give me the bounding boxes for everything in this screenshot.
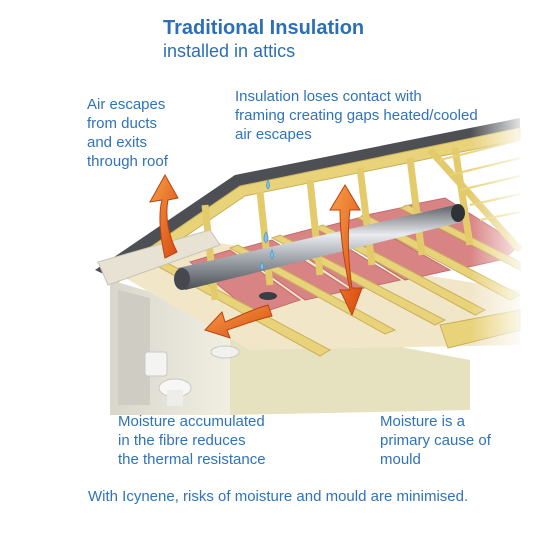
diagram-subtitle: installed in attics [163, 41, 296, 61]
diagram-title: Traditional Insulation [163, 17, 365, 39]
callout-gaps: Insulation loses contact with framing cr… [235, 88, 478, 143]
silver-duct-icon [174, 204, 465, 300]
toilet-icon [144, 351, 192, 406]
footer-note: With Icynene, risks of moisture and moul… [88, 488, 469, 505]
callout-mould: Moisture is a primary cause of mould [380, 413, 491, 468]
water-droplet-icon [260, 179, 274, 271]
orange-airflow-arrow-icon [149, 173, 363, 339]
basin-icon [210, 345, 240, 359]
callout-air-escape: Air escapes from ducts and exits through… [87, 96, 168, 170]
callout-moisture-fibre: Moisture accumulated in the fibre reduce… [118, 413, 266, 468]
